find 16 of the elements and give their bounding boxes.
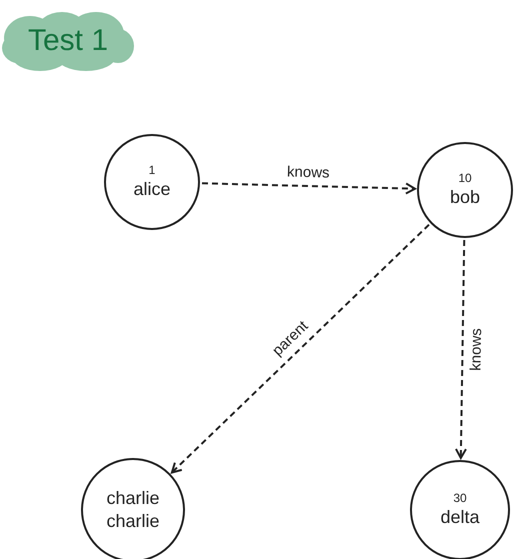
node-label: 1 xyxy=(148,162,156,178)
node-label: charlie xyxy=(106,486,160,510)
node-label: 30 xyxy=(453,490,467,506)
arrow xyxy=(454,240,467,459)
node-circle xyxy=(81,458,185,559)
node-circle xyxy=(410,460,510,559)
node-circle xyxy=(104,134,200,230)
arrow xyxy=(170,224,430,474)
node-label: delta xyxy=(440,506,480,530)
node-circle xyxy=(417,142,513,238)
node-label: alice xyxy=(133,178,171,202)
node-label: 10 xyxy=(458,170,472,186)
node-label: charlie xyxy=(106,510,160,533)
diagram-title: Test 1 xyxy=(28,24,108,58)
node-label: bob xyxy=(450,186,480,210)
arrow xyxy=(202,182,416,194)
